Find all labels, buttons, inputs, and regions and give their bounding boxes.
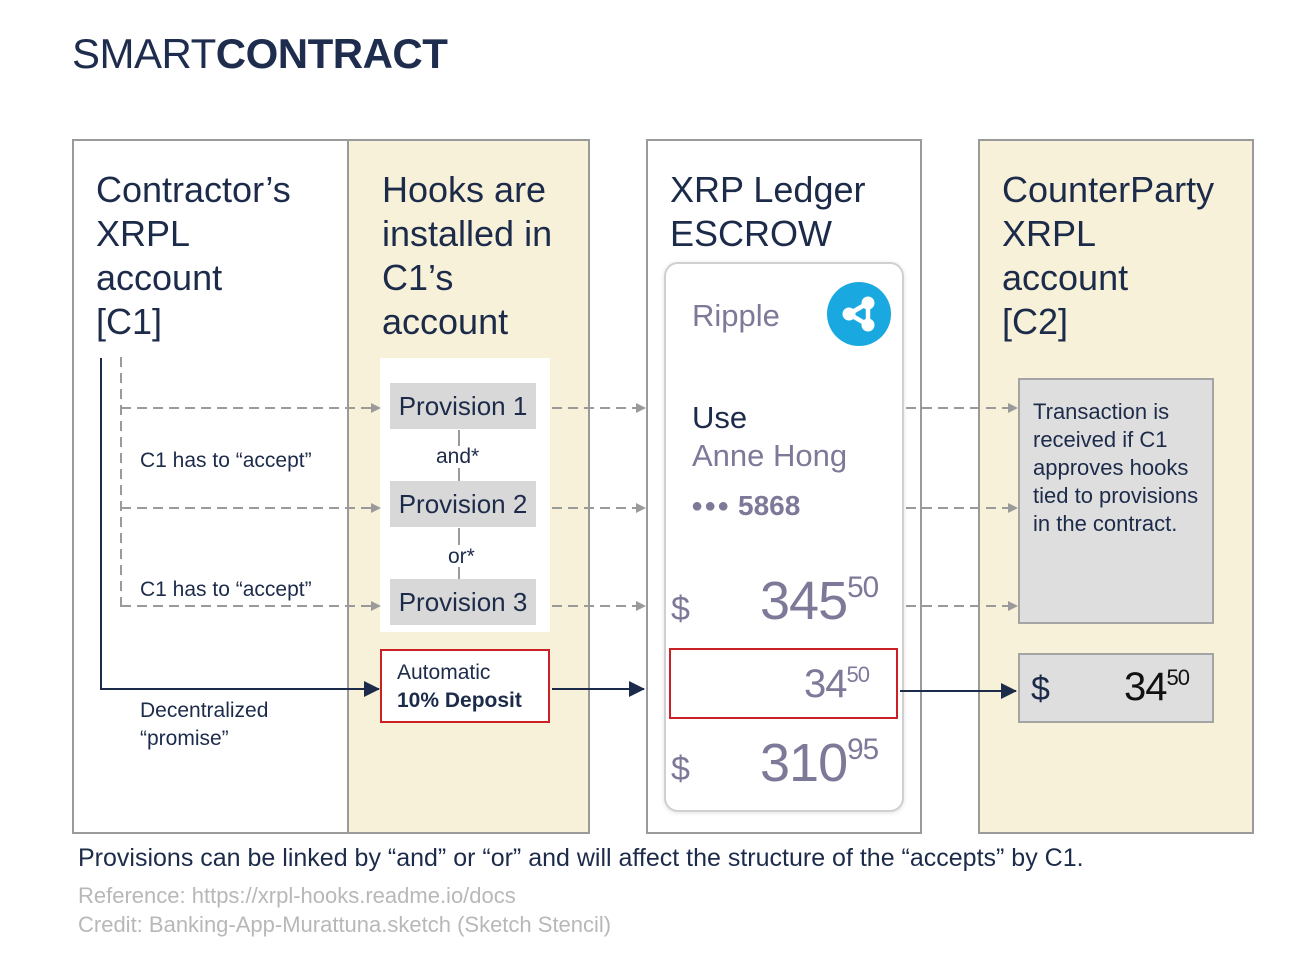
- credit-text: Credit: Banking-App-Murattuna.sketch (Sk…: [78, 912, 612, 937]
- escrow-deposit-main: 34: [804, 662, 847, 706]
- provision-1: Provision 1: [390, 383, 536, 429]
- counterparty-amount-cents: 50: [1166, 665, 1191, 690]
- balance-main: 345: [760, 571, 848, 631]
- balance-cents: 50: [847, 570, 879, 604]
- page-title: SMARTCONTRACT: [72, 30, 448, 78]
- xrp-ledger-title: XRP Ledger ESCROW: [670, 169, 866, 254]
- card-brand: Ripple: [692, 298, 780, 333]
- decentralized-line-2: “promise”: [140, 727, 229, 750]
- card-use-label: Use: [692, 400, 748, 435]
- decentralized-promise-label: Decentralized “promise”: [140, 697, 268, 753]
- counterparty-amount-box: [1018, 653, 1214, 723]
- title-bold: CONTRACT: [215, 30, 448, 77]
- escrow-deposit-cents: 50: [846, 662, 871, 688]
- remaining-main: 310: [760, 733, 848, 793]
- counterparty-amount-main: 34: [1124, 665, 1167, 709]
- escrow-card: [664, 262, 904, 812]
- balance-currency: $: [671, 590, 690, 628]
- remaining-amount: 31095: [760, 732, 879, 794]
- counterparty-note-box: Transaction is received if C1 approves h…: [1018, 378, 1214, 624]
- reference-text: Reference: https://xrpl-hooks.readme.io/…: [78, 883, 516, 908]
- footer-caption: Provisions can be linked by “and” or “or…: [78, 844, 1084, 872]
- deposit-line-1: Automatic: [397, 661, 491, 684]
- counterparty-title: CounterParty XRPL account [C2]: [1002, 169, 1215, 342]
- card-holder-name: Anne Hong: [692, 438, 848, 473]
- automatic-deposit-box: Automatic 10% Deposit: [380, 649, 550, 723]
- or-connector: or*: [448, 545, 475, 568]
- accept-note-1: C1 has to “accept”: [140, 449, 312, 472]
- counterparty-amount: 3450: [1124, 665, 1191, 710]
- deposit-line-2: 10% Deposit: [397, 689, 522, 712]
- ripple-logo-icon: [827, 282, 891, 346]
- and-connector: and*: [436, 445, 480, 468]
- contractor-title: Contractor’s XRPL account [C1]: [96, 169, 291, 342]
- balance-amount: 34550: [760, 570, 879, 632]
- counterparty-currency: $: [1031, 670, 1050, 708]
- escrow-deposit-amount: 3450: [804, 662, 871, 707]
- accept-note-2: C1 has to “accept”: [140, 578, 312, 601]
- card-number-dots: ●●●: [691, 495, 731, 517]
- card-last4: 5868: [738, 490, 801, 521]
- title-light: SMART: [72, 30, 216, 77]
- provision-3: Provision 3: [390, 579, 536, 625]
- remaining-cents: 95: [847, 732, 879, 766]
- card-number: ●●● 5868: [691, 490, 800, 522]
- provision-2: Provision 2: [390, 481, 536, 527]
- escrow-deposit-box: [669, 648, 898, 719]
- remaining-currency: $: [671, 750, 690, 788]
- decentralized-line-1: Decentralized: [140, 699, 269, 722]
- hooks-title: Hooks are installed in C1’s account: [382, 169, 553, 342]
